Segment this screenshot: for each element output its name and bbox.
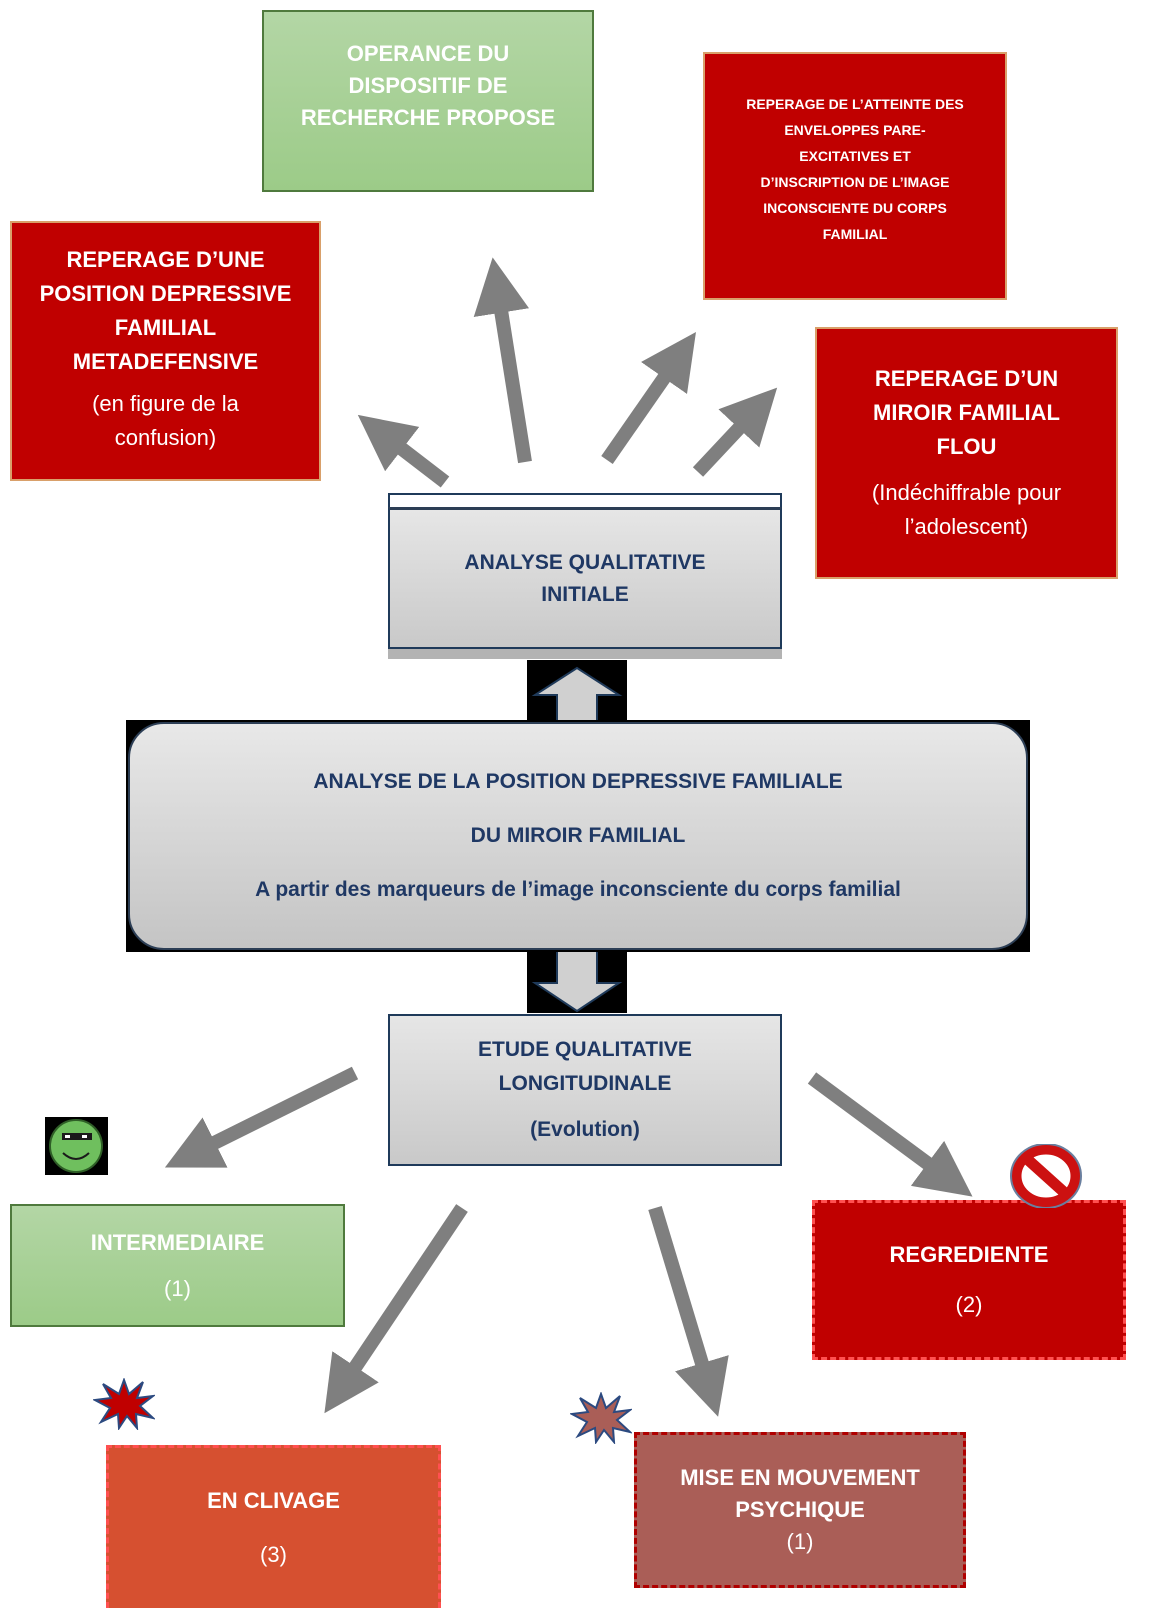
mouvement-label: PSYCHIQUE: [735, 1497, 865, 1522]
atteinte-line: EXCITATIVES ET: [799, 148, 911, 164]
clivage-label: EN CLIVAGE: [207, 1488, 340, 1513]
atteinte-line: ENVELOPPES PARE-: [784, 122, 926, 138]
intermediaire-note: (1): [164, 1275, 191, 1301]
atteinte-enveloppes-box: REPERAGE DE L’ATTEINTE DES ENVELOPPES PA…: [703, 52, 1007, 300]
initial-box-top-strip: [388, 493, 782, 507]
explosion-icon: [570, 1392, 632, 1444]
longitudinal-line: LONGITUDINALE: [498, 1072, 672, 1095]
clivage-box: EN CLIVAGE (3): [106, 1445, 441, 1608]
miroir-flou-box: REPERAGE D’UN MIROIR FAMILIAL FLOU (Indé…: [815, 327, 1118, 579]
explosion-icon: [93, 1378, 155, 1430]
atteinte-line: REPERAGE DE L’ATTEINTE DES: [746, 96, 964, 112]
miroir-line: MIROIR FAMILIAL: [873, 400, 1060, 425]
longitudinal-line: ETUDE QUALITATIVE: [478, 1038, 692, 1061]
down-block-arrow: [527, 950, 627, 1013]
regrediente-note: (2): [955, 1292, 983, 1317]
clivage-note: (3): [260, 1542, 287, 1567]
initial-line: INITIALE: [541, 582, 629, 606]
mouvement-label: MISE EN MOUVEMENT: [680, 1465, 920, 1490]
position-note: confusion): [114, 425, 217, 450]
central-line: A partir des marqueurs de l’image incons…: [255, 878, 901, 901]
position-line: METADEFENSIVE: [72, 349, 259, 374]
operance-line: OPERANCE DU: [346, 41, 510, 66]
position-line: REPERAGE D’UNE: [66, 247, 265, 272]
operance-line: DISPOSITIF DE: [348, 73, 508, 98]
arrow-to-left: [357, 414, 450, 488]
operance-line: RECHERCHE PROPOSE: [300, 105, 556, 130]
smiley-icon: [45, 1117, 108, 1175]
position-line: POSITION DEPRESSIVE: [39, 281, 292, 306]
initial-box-bottom-strip: [388, 649, 782, 659]
atteinte-line: D’INSCRIPTION DE L’IMAGE: [760, 174, 950, 190]
arrow-to-right: [692, 387, 778, 477]
etude-longitudinale-box: ETUDE QUALITATIVE LONGITUDINALE (Evoluti…: [388, 1014, 782, 1166]
intermediaire-box: INTERMEDIAIRE (1): [10, 1204, 345, 1327]
arrow-to-regrediente: [807, 1072, 973, 1197]
arrow-to-mouvement: [648, 1205, 729, 1417]
operance-box: OPERANCE DU DISPOSITIF DE RECHERCHE PROP…: [262, 10, 594, 192]
prohibited-icon: [1010, 1144, 1082, 1208]
longitudinal-line: (Evolution): [530, 1118, 640, 1141]
analyse-position-box: ANALYSE DE LA POSITION DEPRESSIVE FAMILI…: [128, 722, 1028, 950]
regrediente-label: REGREDIENTE: [889, 1242, 1049, 1267]
arrow-to-top-center: [473, 257, 532, 464]
mouvement-box: MISE EN MOUVEMENT PSYCHIQUE (1): [634, 1432, 966, 1588]
position-line: FAMILIAL: [114, 315, 217, 340]
miroir-note: l’adolescent): [904, 514, 1029, 539]
miroir-line: FLOU: [936, 434, 997, 459]
initial-line: ANALYSE QUALITATIVE: [464, 550, 706, 574]
central-line: DU MIROIR FAMILIAL: [470, 824, 686, 847]
arrow-to-top-right: [601, 332, 696, 464]
intermediaire-label: INTERMEDIAIRE: [90, 1229, 265, 1255]
miroir-line: REPERAGE D’UN: [874, 366, 1059, 391]
arrow-to-clivage: [324, 1204, 468, 1414]
position-depressive-box: REPERAGE D’UNE POSITION DEPRESSIVE FAMIL…: [10, 221, 321, 481]
arrow-to-intermediaire: [164, 1066, 359, 1168]
atteinte-line: INCONSCIENTE DU CORPS: [763, 200, 947, 216]
central-line: ANALYSE DE LA POSITION DEPRESSIVE FAMILI…: [313, 770, 843, 793]
analyse-initiale-box: ANALYSE QUALITATIVE INITIALE: [388, 507, 782, 649]
up-block-arrow: [527, 660, 627, 723]
atteinte-line: FAMILIAL: [822, 226, 888, 242]
miroir-note: (Indéchiffrable pour: [871, 480, 1062, 505]
mouvement-note: (1): [786, 1529, 814, 1554]
regrediente-box: REGREDIENTE (2): [812, 1200, 1126, 1360]
position-note: (en figure de la: [92, 391, 239, 416]
